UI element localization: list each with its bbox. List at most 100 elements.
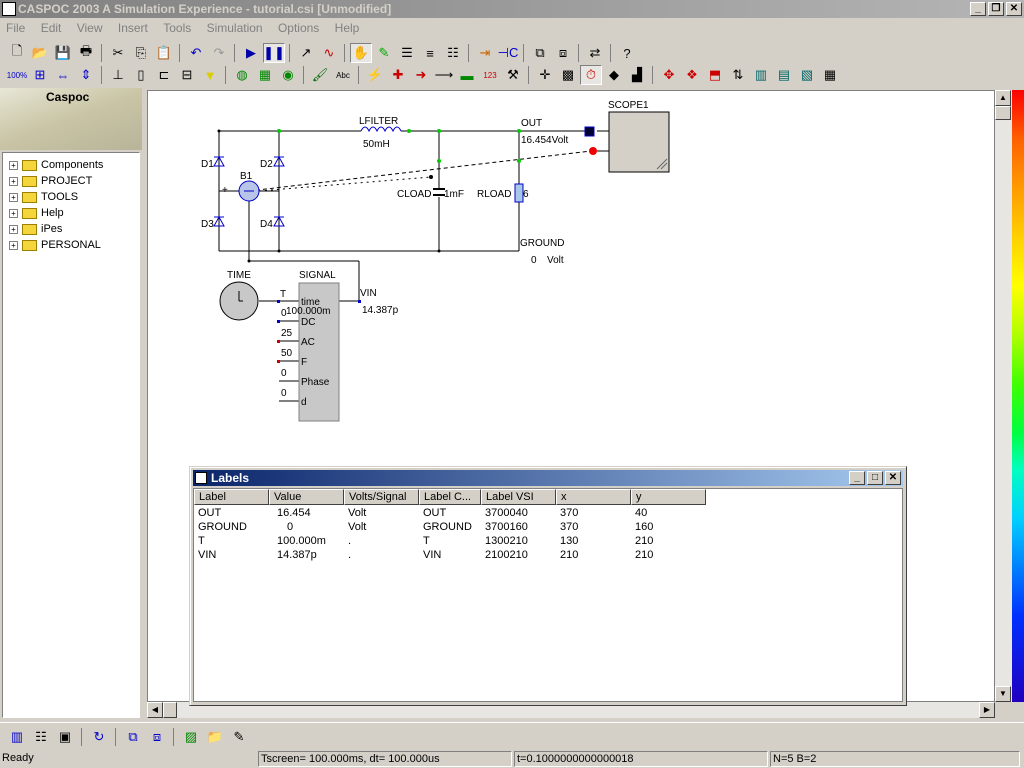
align-icon[interactable]: ≡ (426, 45, 434, 61)
level-icon[interactable]: ▟ (632, 67, 642, 82)
brush-icon[interactable]: 🖌 (311, 67, 329, 82)
menu-view[interactable]: View (76, 21, 103, 35)
wire-icon[interactable]: ↗ (300, 45, 312, 60)
world-icon[interactable]: ◉ (282, 67, 294, 82)
redo-icon[interactable]: ↷ (213, 45, 225, 60)
number-icon[interactable]: 123 (483, 70, 497, 80)
col-label-c[interactable]: Label C... (419, 489, 481, 505)
block-component-icon[interactable]: ⊟ (181, 67, 193, 82)
expand-icon[interactable]: + (9, 240, 18, 250)
menu-help[interactable]: Help (334, 21, 360, 35)
folder-open-icon[interactable]: 📁 (206, 728, 224, 744)
grid-icon[interactable]: ▩ (561, 67, 575, 82)
print-icon[interactable]: 🖶 (79, 43, 93, 58)
vertical-scrollbar[interactable]: ▲ ▼ (995, 90, 1012, 702)
labels-close-button[interactable]: ✕ (885, 471, 901, 485)
expand-icon[interactable]: + (9, 192, 18, 202)
col-volts-signal[interactable]: Volts/Signal (344, 489, 419, 505)
table-row[interactable]: OUT 16.454 Volt OUT 3700040 370 40 (194, 506, 706, 520)
crosshair-icon[interactable]: ✛ (539, 67, 551, 82)
table-row[interactable]: GROUND 0 Volt GROUND 3700160 370 160 (194, 520, 706, 534)
image-icon[interactable]: ▨ (184, 728, 198, 744)
menu-insert[interactable]: Insert (117, 21, 148, 35)
signal-block[interactable] (298, 282, 340, 422)
menu-file[interactable]: File (6, 21, 26, 35)
scroll-left-icon[interactable]: ◀ (147, 702, 163, 718)
expand-icon[interactable]: + (9, 176, 18, 186)
resistor-component-icon[interactable]: ▯ (137, 67, 145, 82)
color-icon[interactable]: ❖ (686, 67, 698, 82)
expand-icon[interactable]: + (9, 160, 18, 170)
tool-icon[interactable]: ⚒ (507, 67, 519, 82)
cut-icon[interactable]: ✂ (112, 45, 124, 60)
windows-icon[interactable]: ⧈ (152, 728, 162, 744)
scope-icon[interactable]: ▬ (460, 67, 474, 83)
run-icon[interactable]: ▶ (246, 45, 256, 60)
arrow-right-icon[interactable]: ➜ (415, 67, 427, 82)
col-label-vsi[interactable]: Label VSI (481, 489, 556, 505)
scope-input-1[interactable] (584, 126, 595, 137)
scope-input-2[interactable] (589, 147, 597, 155)
hand-pointer-icon[interactable]: ✋ (350, 43, 372, 63)
scroll-up-icon[interactable]: ▲ (995, 90, 1011, 106)
source-icon[interactable]: ⇥ (479, 45, 491, 60)
minimize-button[interactable]: _ (970, 2, 986, 16)
arrow-line-icon[interactable]: ⟶ (434, 67, 454, 82)
expand-icon[interactable]: + (9, 224, 18, 234)
horizontal-scrollbar[interactable]: ◀ ▶ (147, 702, 995, 718)
scroll-thumb[interactable] (995, 106, 1011, 120)
lamp-component-icon[interactable]: ▼ (203, 67, 217, 83)
connect-icon[interactable]: ⇄ (589, 45, 601, 60)
tree-item-help[interactable]: +Help (9, 205, 64, 221)
fill-icon[interactable]: ◆ (609, 67, 619, 82)
sort-icon[interactable]: ⇅ (732, 67, 744, 82)
diode-d1[interactable] (213, 155, 225, 167)
menu-edit[interactable]: Edit (40, 21, 62, 35)
capacitor-cload[interactable] (433, 188, 445, 196)
paste-icon[interactable]: 📋 (155, 45, 173, 60)
tree-item-ipes[interactable]: +iPes (9, 221, 62, 237)
menu-tools[interactable]: Tools (163, 21, 192, 35)
zoom-fit-icon[interactable]: ⊞ (34, 67, 46, 82)
zoom-width-icon[interactable]: ⇔ (56, 67, 70, 83)
col-y[interactable]: y (631, 489, 706, 505)
chip3-icon[interactable]: ▧ (800, 67, 814, 82)
scroll-right-icon[interactable]: ▶ (979, 702, 995, 718)
copy-block-icon[interactable]: ⧉ (535, 45, 545, 60)
zoom-height-icon[interactable]: ⇕ (80, 67, 92, 82)
diode-d4[interactable] (273, 215, 285, 227)
col-x[interactable]: x (556, 489, 631, 505)
tree-item-personal[interactable]: +PERSONAL (9, 237, 101, 253)
close-button[interactable]: ✕ (1006, 2, 1022, 16)
export-icon[interactable]: ⬒ (708, 67, 722, 82)
diode-d3[interactable] (213, 215, 225, 227)
copy-icon[interactable]: ⎘ (135, 45, 147, 60)
save-icon[interactable]: 💾 (54, 45, 72, 60)
text-abc-icon[interactable]: Abc (336, 70, 350, 80)
pause-icon[interactable]: ❚❚ (263, 43, 285, 63)
help-icon[interactable]: ? (623, 45, 631, 61)
open-folder-icon[interactable]: 📂 (31, 45, 49, 60)
globe-icon[interactable]: ◍ (236, 67, 248, 82)
chip-icon[interactable]: ▥ (754, 67, 768, 82)
table-icon[interactable]: ▦ (823, 67, 837, 82)
clock-icon[interactable]: ⏱ (580, 65, 602, 85)
library-icon[interactable]: ▦ (258, 67, 272, 82)
probe-icon[interactable]: ✎ (378, 45, 390, 60)
labels-minimize-button[interactable]: _ (849, 471, 865, 485)
col-value[interactable]: Value (269, 489, 344, 505)
capacitor-icon[interactable]: ⊣C (497, 45, 519, 60)
tree-item-components[interactable]: +Components (9, 157, 103, 173)
curve-icon[interactable]: ∿ (323, 45, 335, 60)
lines-icon[interactable]: ☷ (447, 45, 459, 60)
zoom-100-icon[interactable]: 100% (6, 70, 28, 80)
table-row[interactable]: VIN 14.387p . VIN 2100210 210 210 (194, 548, 706, 562)
tree-item-project[interactable]: +PROJECT (9, 173, 92, 189)
tree-view-icon[interactable]: ☷ (35, 728, 47, 744)
resistor-rload[interactable] (514, 183, 524, 203)
expand-icon[interactable]: ✥ (663, 67, 675, 82)
edit-icon[interactable]: ✎ (233, 728, 245, 744)
restore-button[interactable]: ❐ (988, 2, 1004, 16)
scroll-thumb[interactable] (163, 702, 177, 718)
labels-maximize-button[interactable]: □ (867, 471, 883, 485)
